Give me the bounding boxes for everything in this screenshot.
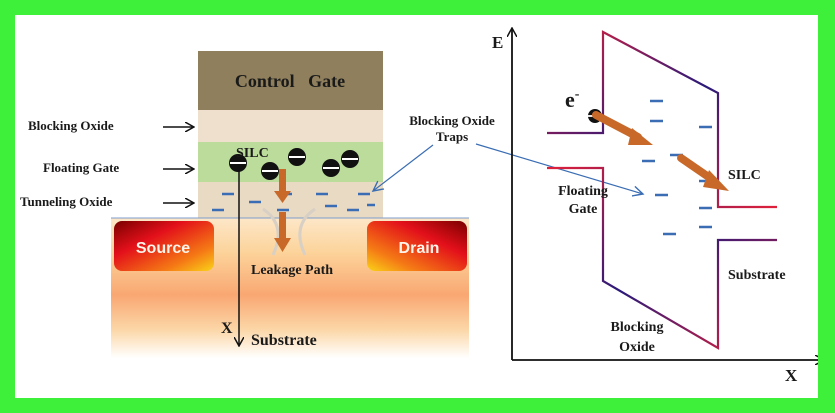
control-gate-label: Control Gate (235, 71, 345, 91)
band-diagram: E X e- (492, 29, 818, 385)
source-label: Source (136, 240, 190, 257)
electron-symbol: e- (565, 87, 580, 112)
substrate-label: Substrate (251, 332, 317, 349)
band-floating-gate-line1: Floating (558, 184, 608, 199)
depletion-arc-left (262, 207, 280, 256)
valence-band (547, 166, 777, 350)
device-cross-section: Control Gate Source Drain SILC (20, 51, 643, 358)
tunneling-arrow-1 (592, 111, 653, 145)
band-blocking-oxide-line1: Blocking (611, 320, 664, 335)
blocking-oxide-label: Blocking Oxide (28, 118, 114, 133)
tunneling-oxide-layer (198, 182, 383, 218)
leakage-path-label: Leakage Path (251, 263, 333, 278)
conduction-band (547, 30, 777, 209)
electron-icon (261, 162, 279, 180)
blocking-oxide-layer (198, 110, 383, 142)
source-region (114, 221, 214, 271)
traps-label-line2: Traps (436, 129, 468, 144)
diagram-canvas: Control Gate Source Drain SILC (20, 15, 818, 385)
energy-axis-label: E (492, 33, 503, 52)
floating-gate-electrons (229, 148, 359, 180)
electron-icon (288, 148, 306, 166)
electron-icon (229, 154, 247, 172)
drain-label: Drain (399, 240, 440, 257)
tunneling-oxide-label: Tunneling Oxide (20, 194, 113, 209)
diagram-panel: Control Gate Source Drain SILC (15, 15, 818, 398)
band-blocking-oxide-line2: Oxide (619, 340, 655, 355)
electron-icon (341, 150, 359, 168)
depth-axis-label: X (221, 320, 233, 337)
band-silc-label: SILC (728, 168, 761, 183)
drain-region (367, 221, 467, 271)
traps-pointer-left (373, 144, 434, 191)
tunneling-arrow-2 (677, 154, 729, 191)
leakage-arrow (274, 169, 291, 252)
electron-icon (322, 159, 340, 177)
floating-gate-label: Floating Gate (43, 160, 119, 175)
control-gate-layer (198, 51, 383, 110)
band-substrate-label: Substrate (728, 268, 786, 283)
depletion-arc-right (298, 207, 316, 256)
band-floating-gate-line2: Gate (569, 202, 598, 217)
silc-label: SILC (236, 146, 269, 161)
traps-label-line1: Blocking Oxide (409, 113, 495, 128)
position-axis-label: X (785, 366, 798, 385)
